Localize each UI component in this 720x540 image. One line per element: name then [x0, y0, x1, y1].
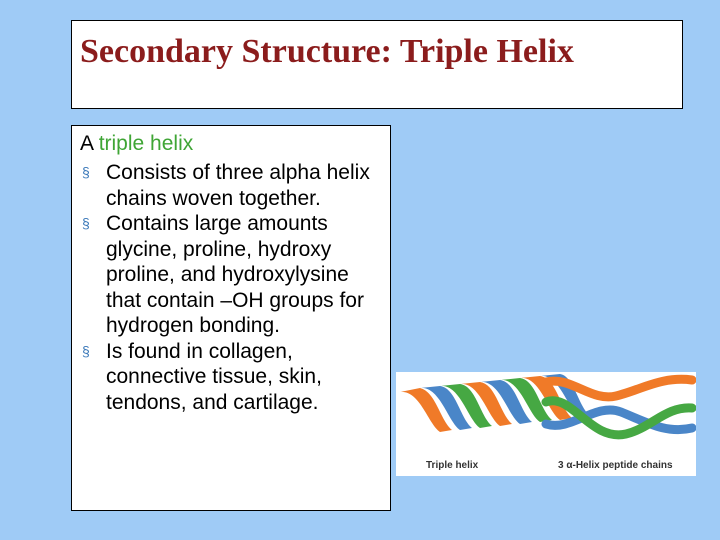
bullet-marker: § — [82, 342, 90, 359]
bullet-item: § Consists of three alpha helix chains wo… — [80, 160, 386, 211]
braid-segment-blue — [420, 386, 472, 430]
bullet-text: Is found in collagen, connective tissue,… — [106, 339, 322, 414]
content-box: A triple helix § Consists of three alpha … — [71, 125, 391, 511]
braid-segment-orange — [400, 388, 452, 432]
bullet-item: § Contains large amounts glycine, proline… — [80, 211, 386, 339]
braid-segment-green — [500, 378, 552, 422]
braid-segment-orange — [460, 382, 512, 426]
caption-alpha-chains: 3 α-Helix peptide chains — [558, 460, 673, 471]
intro-highlight: triple helix — [98, 132, 194, 155]
intro-prefix: A — [80, 132, 99, 155]
chain-blue — [541, 405, 696, 435]
braid-segment-blue — [540, 374, 590, 418]
braid-segment-blue — [480, 380, 532, 424]
chain-orange — [541, 374, 696, 402]
slide-title: Secondary Structure: Triple Helix — [80, 33, 574, 70]
bullet-marker: § — [82, 215, 90, 231]
separated-chains — [541, 374, 696, 440]
title-box: Secondary Structure: Triple Helix — [71, 20, 683, 109]
triple-helix-illustration — [400, 374, 696, 440]
triple-helix-figure: Triple helix 3 α-Helix peptide chains — [396, 372, 696, 476]
braid-segment-green — [440, 384, 492, 428]
bullet-list: § Consists of three alpha helix chains wo… — [80, 160, 386, 415]
bullet-marker: § — [82, 164, 90, 180]
bullet-item: § Is found in collagen, connective tissue… — [80, 339, 386, 416]
chain-green — [541, 396, 696, 440]
caption-triple-helix: Triple helix — [426, 460, 479, 471]
bullet-text: Consists of three alpha helix chains wov… — [106, 161, 370, 210]
intro-line: A triple helix — [80, 132, 193, 156]
bullet-text: Contains large amounts glycine, proline,… — [106, 212, 364, 337]
